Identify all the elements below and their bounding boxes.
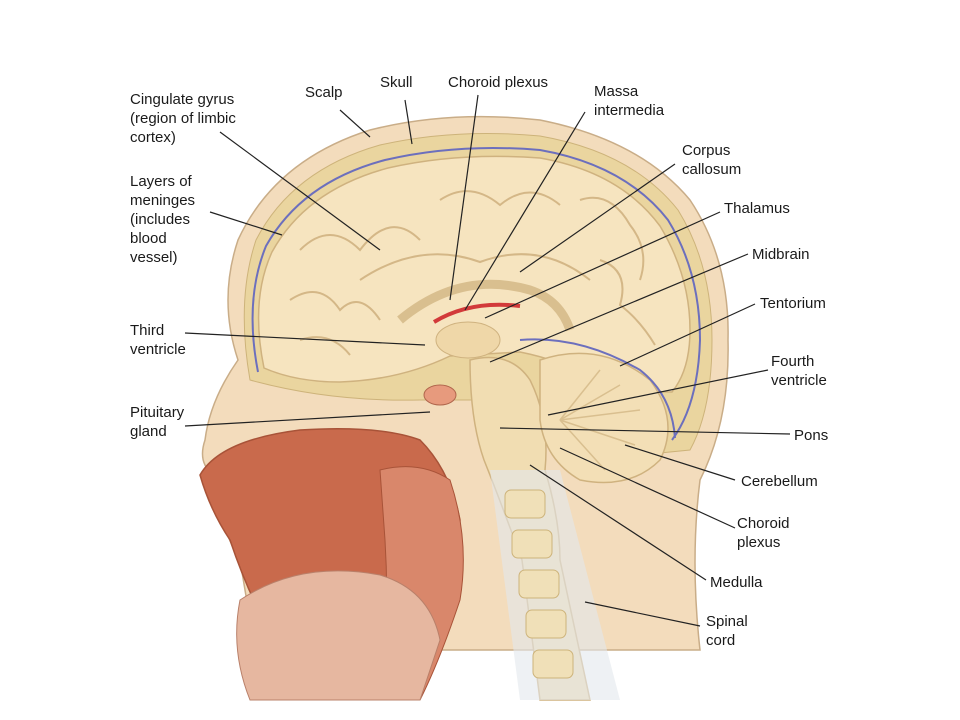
label-scalp: Scalp [305,84,343,101]
label-massa-intermedia: Massa intermedia [594,83,665,119]
label-layers-of-meninges: Layers of meninges (includes blood vesse… [130,173,196,266]
tongue [236,570,441,701]
cerebellum-shape [539,352,669,484]
label-cerebellum: Cerebellum [741,473,818,490]
label-midbrain: Midbrain [752,246,810,263]
label-cingulate-gyrus: Cingulate gyrus (region of limbic cortex… [130,91,236,146]
label-thalamus: Thalamus [724,200,790,217]
label-third-ventricle: Third ventricle [130,322,186,358]
label-pituitary-gland: Pituitary gland [130,404,185,440]
label-choroid-plexus-bottom: Choroid plexus [737,515,790,551]
label-pons: Pons [794,427,829,444]
vertebrae [504,489,574,679]
label-medulla: Medulla [710,574,763,591]
label-tentorium: Tentorium [760,295,826,312]
corpus-callosum-arc [397,279,575,332]
arbor-vitae [559,369,641,471]
leader-lines [184,94,791,627]
label-corpus-callosum: Corpus callosum [682,142,742,178]
tentorium-line [519,338,676,439]
cerebrum [257,155,691,393]
label-fourth-ventricle: Fourth ventricle [771,353,827,389]
label-spinal-cord: Spinal cord [706,613,748,649]
meninges-line [251,146,702,441]
thalamus-shape [435,321,501,359]
label-skull: Skull [380,74,413,91]
pituitary-shape [423,384,457,406]
gyri-folds [289,190,656,356]
choroid-plexus-red [432,302,521,324]
label-choroid-plexus-top: Choroid plexus [448,74,549,91]
